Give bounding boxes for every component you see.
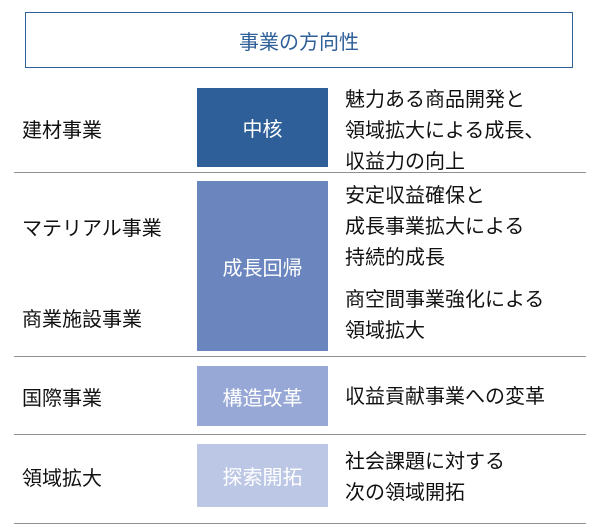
- description-line: 領域拡大による成長、: [345, 118, 545, 142]
- strategy-label: 中核: [242, 117, 283, 141]
- description-ryoiki: 社会課題に対する 次の領域開拓: [345, 446, 595, 508]
- description-line: 社会課題に対する: [345, 449, 505, 473]
- description-line: 商空間事業強化による: [345, 287, 545, 311]
- business-material: マテリアル事業: [22, 215, 162, 240]
- strategy-core: 中核: [197, 88, 328, 167]
- description-line: 持続的成長: [345, 245, 445, 269]
- description-line: 成長事業拡大による: [345, 214, 525, 238]
- business-kokusai: 国際事業: [22, 385, 102, 410]
- bottom-divider: [14, 523, 586, 524]
- diagram-title: 事業の方向性: [239, 29, 359, 54]
- strategy-label: 探索開拓: [222, 465, 303, 489]
- row-divider: [14, 172, 586, 173]
- title-box: 事業の方向性: [25, 12, 573, 68]
- description-line: 次の領域開拓: [345, 480, 465, 504]
- strategy-explore: 探索開拓: [197, 444, 328, 507]
- strategy-label: 構造改革: [222, 385, 303, 410]
- description-shogyo: 商空間事業強化による 領域拡大: [345, 284, 595, 346]
- description-kenzai: 魅力ある商品開発と 領域拡大による成長、 収益力の向上: [345, 84, 595, 177]
- description-material: 安定収益確保と 成長事業拡大による 持続的成長: [345, 180, 595, 273]
- row-divider: [14, 434, 586, 435]
- strategy-reform: 構造改革: [197, 366, 328, 426]
- row-divider: [14, 356, 586, 357]
- business-kenzai: 建材事業: [22, 117, 102, 142]
- strategy-growth: 成長回帰: [197, 181, 328, 351]
- description-line: 安定収益確保と: [345, 183, 485, 207]
- business-shogyo: 商業施設事業: [22, 306, 142, 331]
- business-ryoiki: 領域拡大: [22, 465, 102, 490]
- description-line: 収益力の向上: [345, 149, 465, 173]
- description-line: 魅力ある商品開発と: [345, 87, 525, 111]
- description-line: 収益貢献事業への変革: [345, 384, 545, 408]
- strategy-label: 成長回帰: [222, 255, 303, 280]
- description-kokusai: 収益貢献事業への変革: [345, 381, 595, 412]
- description-line: 領域拡大: [345, 318, 425, 342]
